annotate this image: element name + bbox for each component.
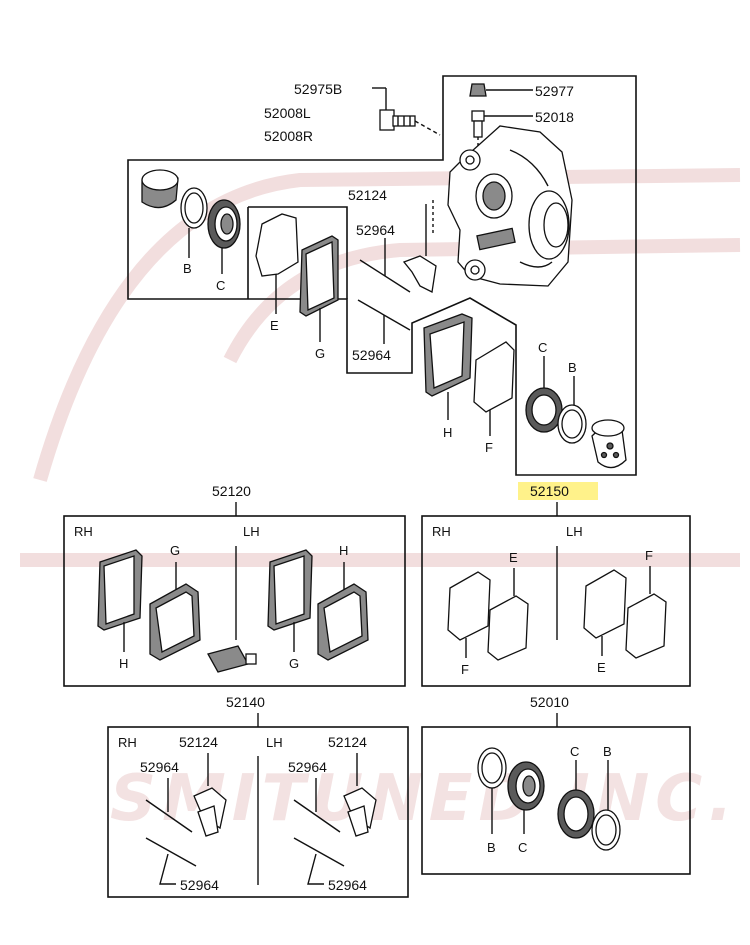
- label-52124-upper: 52124: [348, 187, 387, 203]
- kit-52140-number: 52140: [226, 694, 265, 710]
- kit-52010-letter-c-left: C: [518, 840, 527, 855]
- kit-52150-shim-e-lh: [583, 569, 627, 656]
- label-b-upper: B: [183, 261, 192, 276]
- label-c-upper: C: [216, 278, 225, 293]
- label-52975b: 52975B: [294, 81, 342, 97]
- label-52008r: 52008R: [264, 128, 313, 144]
- label-c-lower: C: [538, 340, 547, 355]
- label-52964-upper: 52964: [356, 222, 395, 238]
- kit-52150-box: [421, 515, 691, 687]
- pad-inner-box: [248, 206, 348, 299]
- clip-part: [402, 200, 437, 293]
- ring-b-part: [180, 187, 208, 258]
- kit-52150-highlight: [518, 482, 598, 500]
- kit-52150-lh: LH: [566, 524, 583, 539]
- kit-52140: 52140 RH LH 52124 52964 52964 52124 5296…: [107, 694, 409, 898]
- pad-g-part: [299, 235, 339, 342]
- kit-52010-ring-b-right: [591, 760, 621, 851]
- guide-pin-upper-part: [359, 238, 411, 293]
- label-52008l: 52008L: [264, 105, 311, 121]
- label-g-upper: G: [315, 346, 325, 361]
- pad-h-part: [423, 313, 473, 420]
- label-52977: 52977: [535, 83, 574, 99]
- kit-52120-letter-h-rh: H: [119, 656, 128, 671]
- kit-52140-lh-pin-lower: [293, 837, 345, 867]
- kit-52120-letter-h-lh: H: [339, 543, 348, 558]
- bleeder-screw-part: [471, 110, 533, 150]
- kit-52150-letter-f-lh: F: [645, 548, 653, 563]
- kit-52140-rh: RH: [118, 735, 137, 750]
- kit-52120-pad-h-rh: [97, 549, 143, 652]
- label-h-upper: H: [443, 425, 452, 440]
- seal-c-lower-part: [525, 356, 563, 433]
- kit-52150: 52150 RH LH F E E F: [421, 482, 691, 687]
- kit-52150-shim-f-lh: [625, 566, 667, 659]
- kit-52140-lh: LH: [266, 735, 283, 750]
- kit-52150-letter-e-rh: E: [509, 550, 518, 565]
- kit-52120-letter-g-lh: G: [289, 656, 299, 671]
- kit-52120-box: [63, 515, 406, 687]
- caliper-outline-box: [127, 75, 637, 476]
- kit-52010-letter-c-right: C: [570, 744, 579, 759]
- caliper-body-part: [447, 125, 573, 287]
- shim-e-part: [255, 213, 299, 314]
- kit-52010-ring-b-left: [477, 747, 507, 834]
- kit-52140-lh-pin-upper: [293, 799, 341, 833]
- kit-52010-letter-b-left: B: [487, 840, 496, 855]
- kit-52150-rh: RH: [432, 524, 451, 539]
- kit-52140-rh-pin-lower-label: 52964: [180, 877, 219, 893]
- kit-52140-box: [107, 726, 409, 898]
- kit-52150-letter-f-rh: F: [461, 662, 469, 677]
- kit-52120: 52120 RH LH H G G: [63, 483, 406, 687]
- kit-52140-lh-pin-lower-label: 52964: [328, 877, 367, 893]
- seal-c-part: [207, 199, 241, 274]
- kit-52140-rh-pin-lower: [145, 837, 197, 867]
- label-e-upper: E: [270, 318, 279, 333]
- kit-52150-letter-e-lh: E: [597, 660, 606, 675]
- kit-52140-lh-pin-upper-label: 52964: [288, 759, 327, 775]
- kit-52010-seal-c-left: [507, 761, 545, 834]
- kit-52140-rh-clip: [193, 787, 227, 837]
- label-52964-lower: 52964: [352, 347, 391, 363]
- kit-52140-lh-clip-label: 52124: [328, 734, 367, 750]
- kit-52010-box: [421, 726, 691, 875]
- kit-52140-rh-pin-upper: [145, 799, 193, 833]
- ring-b-lower-part: [557, 376, 587, 444]
- grease-tube-icon: [207, 645, 257, 673]
- kit-52150-number: 52150: [530, 483, 569, 499]
- kit-52120-letter-g-rh: G: [170, 543, 180, 558]
- kit-52010-number: 52010: [530, 694, 569, 710]
- label-f-upper: F: [485, 440, 493, 455]
- piston-lower-part: [591, 419, 627, 469]
- label-52018: 52018: [535, 109, 574, 125]
- caliper-assembly: 52975B 52008L 52008R 52977 52018: [127, 75, 637, 476]
- bleeder-cap-part: [469, 83, 533, 97]
- bolt-part: [372, 87, 441, 136]
- kit-52150-shim-f-rh: [447, 571, 491, 658]
- kit-52120-number: 52120: [212, 483, 251, 499]
- guide-pin-lower-part: [357, 299, 411, 344]
- kit-52010-letter-b-right: B: [603, 744, 612, 759]
- kit-52120-pad-g-lh: [267, 549, 313, 652]
- kit-52140-rh-clip-label: 52124: [179, 734, 218, 750]
- kit-52010-seal-c-right: [557, 760, 595, 839]
- kit-52140-lh-clip: [343, 787, 377, 837]
- label-b-lower: B: [568, 360, 577, 375]
- kit-52150-shim-e-rh: [487, 568, 529, 661]
- kit-52120-rh: RH: [74, 524, 93, 539]
- piston-part: [141, 169, 179, 209]
- kit-52010: 52010 B C C B: [421, 694, 691, 875]
- kit-52120-pad-g-rh: [149, 562, 201, 661]
- kit-52120-pad-h-lh: [317, 562, 369, 661]
- shim-f-part: [473, 341, 515, 436]
- kit-52140-rh-pin-upper-label: 52964: [140, 759, 179, 775]
- kit-52120-lh: LH: [243, 524, 260, 539]
